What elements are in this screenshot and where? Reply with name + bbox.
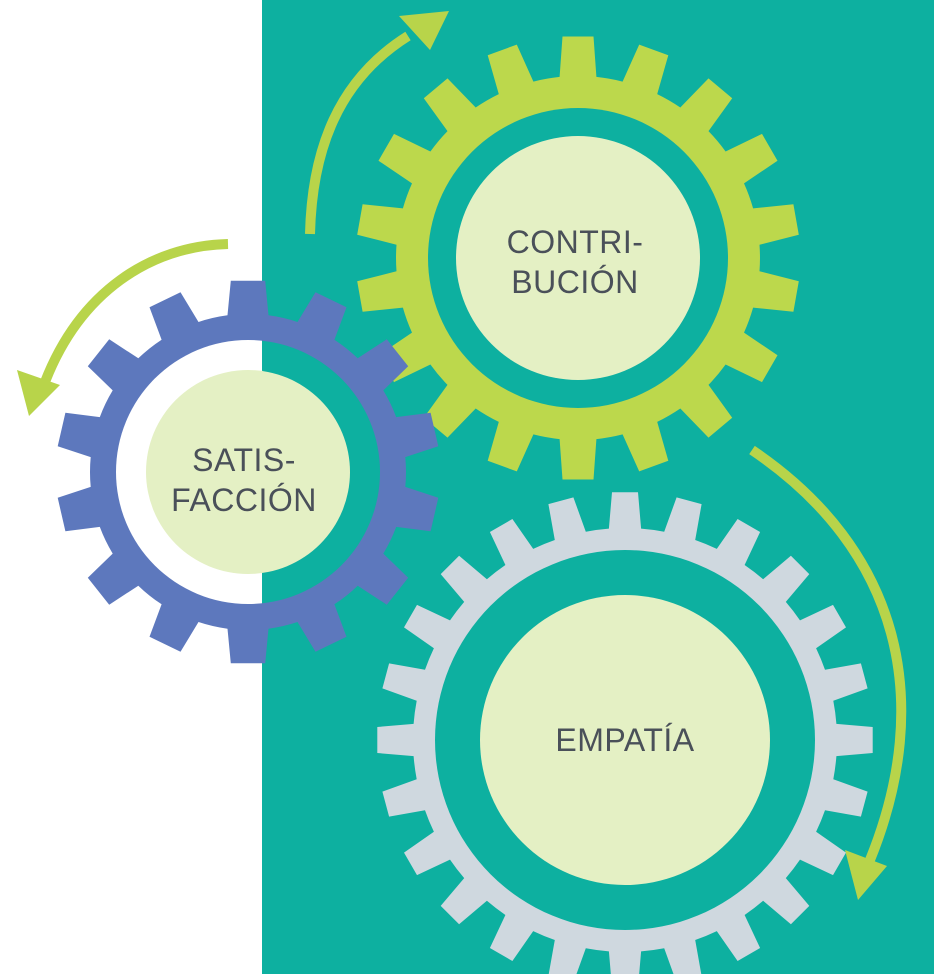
gear-contribucion xyxy=(357,36,799,480)
cycle-arrows xyxy=(17,11,907,900)
gear-contribucion-center xyxy=(456,136,700,380)
gear-empatia xyxy=(377,492,873,974)
gear-satisfaccion xyxy=(57,280,439,664)
gear-satisfaccion-center xyxy=(146,370,350,574)
label-satisfaccion-line1: SATIS- xyxy=(192,442,296,478)
label-empatia-text: EMPATÍA xyxy=(555,722,695,758)
label-contribucion: CONTRI- BUCIÓN xyxy=(470,222,680,302)
label-satisfaccion-line2: FACCIÓN xyxy=(171,482,317,518)
curved-arrow-left xyxy=(40,239,229,384)
arrow-head-left xyxy=(17,370,60,416)
curved-arrow-right xyxy=(749,445,907,862)
arrow-head-top xyxy=(399,11,449,50)
label-contribucion-line2: BUCIÓN xyxy=(511,264,639,300)
label-satisfaccion: SATIS- FACCIÓN xyxy=(144,440,344,520)
gear-empatia-center xyxy=(480,595,770,885)
label-empatia: EMPATÍA xyxy=(520,720,730,760)
label-contribucion-line1: CONTRI- xyxy=(506,224,644,260)
curved-arrow-top xyxy=(305,31,411,235)
arrow-head-right xyxy=(845,850,887,900)
